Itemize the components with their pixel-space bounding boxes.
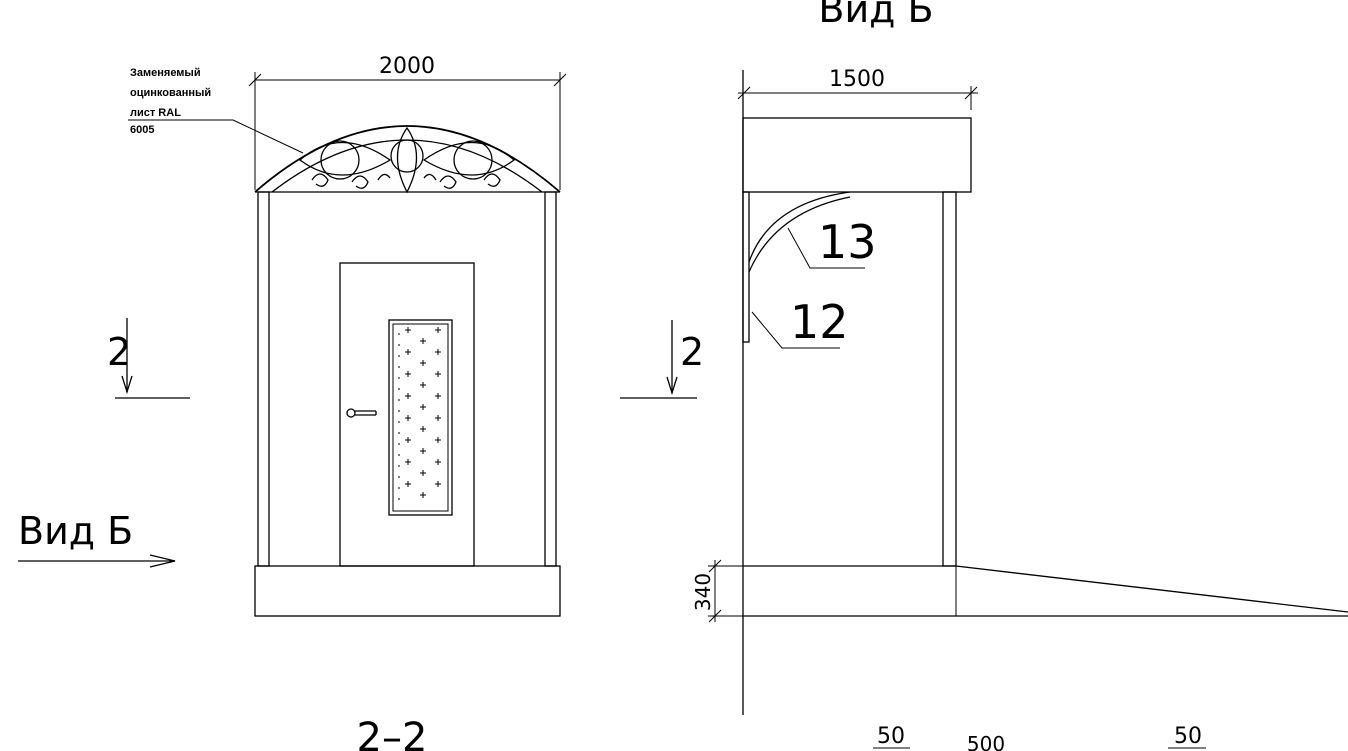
side-width-label: 1500 bbox=[829, 67, 885, 92]
section-mark-right-label: 2 bbox=[680, 330, 704, 374]
front-elevation: 2000 Заменяемый оцинкованный лист RAL 60… bbox=[18, 54, 567, 751]
side-post bbox=[942, 191, 957, 567]
section-title: 2–2 bbox=[357, 715, 428, 751]
note-line-1: Заменяемый bbox=[130, 67, 201, 79]
front-right-post bbox=[544, 191, 557, 567]
note-line-2: оцинкованный bbox=[130, 87, 211, 99]
note-line-3: лист RAL bbox=[130, 107, 181, 119]
note-line-4: 6005 bbox=[130, 124, 154, 136]
leader-note: Заменяемый оцинкованный лист RAL 6005 bbox=[128, 67, 304, 154]
door-leaf bbox=[339, 262, 475, 567]
side-width-dimension: 1500 bbox=[737, 67, 978, 110]
section-mark-left: 2 bbox=[107, 318, 190, 399]
bottom-dim-1: 50 bbox=[877, 724, 905, 749]
svg-text:Заменяемый оцинкованны: Заменяемый оцинкованный лист RAL 6005 bbox=[130, 67, 214, 136]
top-view-title: Вид Б bbox=[818, 0, 933, 31]
bottom-dim-3: 50 bbox=[1174, 724, 1202, 749]
side-height-dimension: 340 bbox=[691, 559, 743, 623]
front-width-dimension: 2000 bbox=[248, 54, 567, 190]
front-base-step bbox=[254, 565, 561, 617]
view-b-arrow-label: Вид Б bbox=[18, 509, 133, 553]
bottom-dimensions: 50 500 50 bbox=[873, 724, 1206, 751]
side-bracket bbox=[742, 191, 851, 343]
side-canopy bbox=[742, 117, 972, 193]
side-elevation: 1500 13 12 2 bbox=[620, 67, 1348, 751]
arched-canopy bbox=[254, 125, 561, 194]
door-glass-panel bbox=[388, 319, 453, 516]
door-handle-icon bbox=[346, 408, 377, 418]
front-left-post bbox=[257, 191, 270, 567]
callout-13: 13 bbox=[787, 215, 877, 269]
section-mark-right: 2 bbox=[620, 320, 704, 399]
callout-12: 12 bbox=[751, 295, 849, 349]
bottom-dim-2: 500 bbox=[967, 732, 1005, 751]
callout-13-label: 13 bbox=[818, 215, 877, 269]
front-width-label: 2000 bbox=[379, 54, 435, 79]
step-and-ramp bbox=[743, 565, 1348, 617]
callout-12-label: 12 bbox=[790, 295, 849, 349]
view-b-arrow: Вид Б bbox=[18, 509, 176, 568]
side-height-label: 340 bbox=[691, 573, 715, 611]
